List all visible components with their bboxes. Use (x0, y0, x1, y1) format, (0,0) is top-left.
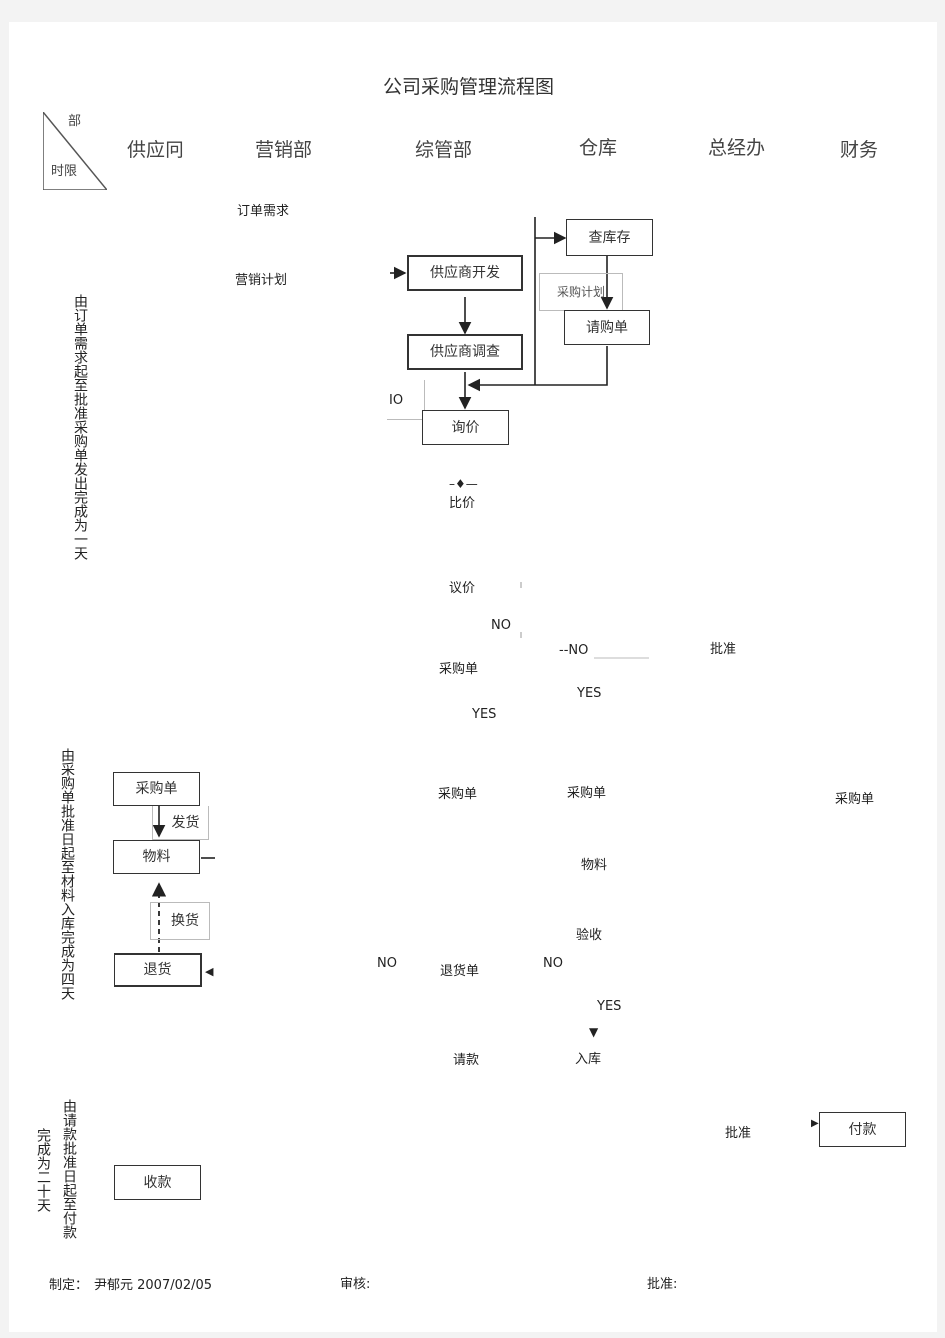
sales-marketing-plan: 营销计划 (235, 273, 288, 288)
io-marker-box (387, 380, 425, 420)
arrow-requisition-to-inquiry (467, 346, 608, 392)
admin-purchase-order-2: 采购单 (438, 787, 478, 802)
supplier-po-label: 采购单 (135, 781, 178, 797)
footer-review-label: 审核: (340, 1277, 371, 1292)
arrow-right-icon: ▶ (811, 1118, 819, 1129)
ship-box: 发货 (152, 806, 209, 840)
supplier-po-box: 采购单 (113, 772, 200, 806)
decision-yes-1: YES (472, 707, 497, 722)
return-goods-box: 退货 (114, 953, 202, 987)
compare-price: 比价 (449, 496, 476, 511)
header-corner-cell: 部 时限 (43, 112, 107, 190)
inquiry-label: 询价 (451, 419, 480, 436)
negotiate-price: 议价 (449, 581, 476, 596)
warehouse-purchase-order: 采购单 (567, 786, 607, 801)
sales-order-demand: 订单需求 (237, 204, 290, 219)
page-title: 公司采购管理流程图 (383, 76, 555, 98)
header-corner-time: 时限 (51, 164, 78, 179)
header-corner-border (43, 112, 107, 190)
decision-yes-2: YES (577, 686, 602, 701)
supplier-material-box: 物料 (113, 840, 200, 874)
arrow-left-icon: ◀ (205, 965, 214, 978)
decision-no-2: --NO (559, 643, 589, 658)
inspection-no: NO (543, 956, 563, 971)
check-stock-label: 查库存 (588, 229, 631, 246)
phase-3-time-limit: 由请款批准日起至付款 (61, 1099, 77, 1239)
inquiry-box: 询价 (422, 410, 509, 445)
gm-approve-payment: 批准 (725, 1126, 752, 1141)
phase-2-time-limit: 由采购单批准日起至材料入库完成为四天 (59, 748, 75, 1000)
purchase-plan-box: 采购计划 (539, 273, 623, 311)
supplier-survey-label: 供应商调查 (430, 344, 500, 360)
exchange-box: 换货 (150, 902, 210, 940)
requisition-label: 请购单 (586, 319, 628, 336)
requisition-box: 请购单 (564, 310, 650, 345)
supplier-development-box: 供应商开发 (407, 255, 523, 291)
column-header-admin: 综管部 (415, 139, 473, 161)
column-header-gm-office: 总经办 (708, 137, 766, 159)
io-label: IO (389, 393, 404, 408)
compare-marker: –♦— (449, 477, 478, 491)
receive-payment-box: 收款 (114, 1165, 201, 1200)
gm-approve-po: 批准 (710, 642, 737, 657)
warehouse-material: 物料 (581, 858, 608, 873)
check-stock-box: 查库存 (566, 219, 653, 256)
footer-prepared-by: 尹郁元 2007/02/05 (94, 1278, 213, 1293)
stock-in: 入库 (575, 1052, 602, 1067)
payment-box: 付款 (819, 1112, 906, 1147)
return-decision-no: NO (377, 956, 397, 971)
inspection-yes: YES (597, 999, 622, 1014)
exchange-label: 换货 (171, 913, 199, 929)
receive-payment-label: 收款 (143, 1174, 172, 1191)
decision-no-1: NO (491, 618, 511, 633)
footer-approve-label: 批准: (647, 1277, 678, 1292)
column-header-warehouse: 仓库 (579, 137, 618, 159)
return-order: 退货单 (440, 964, 480, 979)
phase-1-time-limit: 由订单需求起至批准采购单发出完成为一天 (72, 294, 88, 560)
flowchart-page: 公司采购管理流程图 部 时限 供应冋 营销部 综管部 仓库 总经办 财务 由订单… (9, 22, 937, 1332)
finance-purchase-order: 采购单 (835, 792, 875, 807)
arrow-down-icon: ▼ (589, 1025, 599, 1039)
inspection: 验收 (576, 928, 603, 943)
column-header-finance: 财务 (840, 139, 879, 161)
purchase-plan-label: 采购计划 (556, 285, 605, 299)
request-payment: 请款 (453, 1053, 480, 1068)
supplier-material-label: 物料 (142, 849, 171, 865)
supplier-development-label: 供应商开发 (430, 265, 500, 281)
flow-connectors (151, 217, 649, 952)
footer-prepared-label: 制定： (49, 1278, 89, 1293)
column-header-supplier: 供应冋 (127, 139, 185, 161)
return-goods-label: 退货 (143, 962, 172, 978)
column-header-sales: 营销部 (255, 139, 313, 161)
supplier-survey-box: 供应商调查 (407, 334, 523, 370)
ship-label: 发货 (171, 814, 200, 831)
phase-3-time-limit-cont: 完成为二十天 (35, 1128, 51, 1212)
header-corner-dept: 部 (68, 114, 82, 129)
payment-label: 付款 (848, 1121, 877, 1138)
admin-purchase-order: 采购单 (439, 662, 479, 677)
